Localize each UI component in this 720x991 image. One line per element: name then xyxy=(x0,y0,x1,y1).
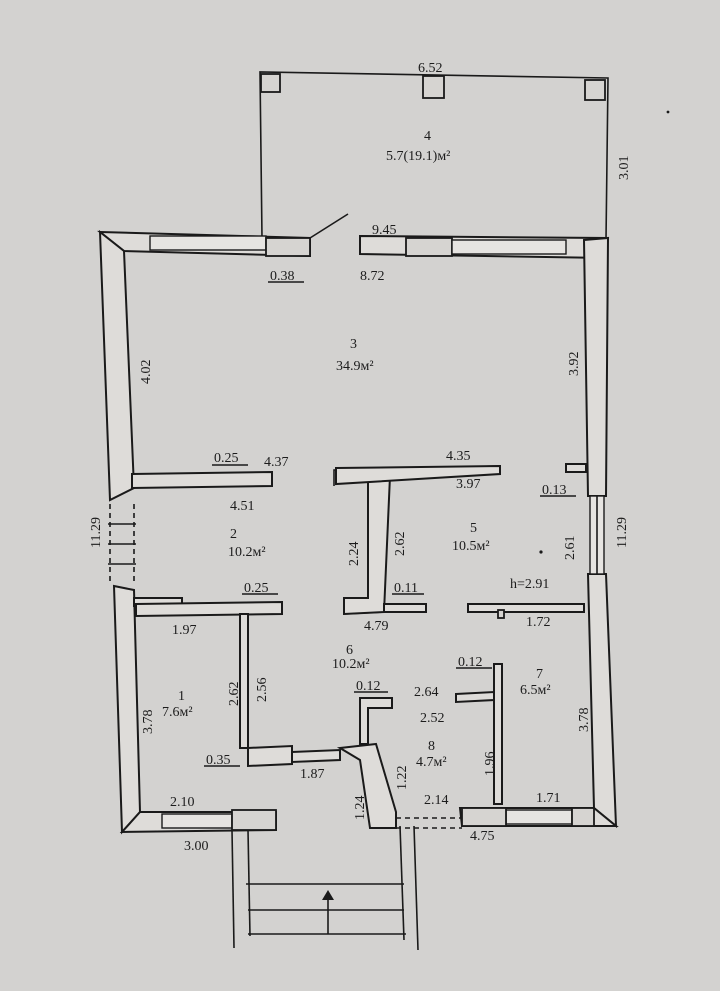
left-opening xyxy=(108,504,136,584)
room-5-number: 5 xyxy=(470,521,477,536)
window xyxy=(161,813,233,829)
dim-2-24: 2.24 xyxy=(347,542,362,567)
dim-2-52: 2.52 xyxy=(420,711,445,726)
room-4-number: 4 xyxy=(424,129,431,144)
dim-top-interior: 8.72 xyxy=(360,269,385,284)
dim-terrace-width: 6.52 xyxy=(418,61,443,76)
dim-right-upper: 3.92 xyxy=(567,352,582,377)
dim-1-97: 1.97 xyxy=(172,623,197,638)
dim-1-22: 1.22 xyxy=(395,766,410,791)
room-labels: 4 5.7(19.1)м² 3 34.9м² 2 10.2м² 5 10.5м²… xyxy=(162,129,551,770)
window-pier xyxy=(265,237,311,257)
dim-1-24: 1.24 xyxy=(353,796,368,821)
dim-opening-left: 0.38 xyxy=(270,269,295,284)
dim-4-75: 4.75 xyxy=(470,829,495,844)
vertical-dimension-labels: 3.01 4.02 3.92 11.29 11.29 2.24 2.62 2.6… xyxy=(89,156,632,821)
dim-4-37: 4.37 xyxy=(264,455,289,470)
dim-0-12-a: 0.12 xyxy=(458,655,483,670)
exterior-walls xyxy=(97,229,619,835)
dim-1-71: 1.71 xyxy=(536,791,561,806)
room-6-area: 10.2м² xyxy=(332,657,370,672)
dim-2-14: 2.14 xyxy=(424,793,449,808)
windows xyxy=(149,235,605,831)
window xyxy=(451,239,567,255)
terrace-column xyxy=(422,75,445,99)
dimension-labels: 6.52 9.45 8.72 0.38 0.25 4.37 4.35 3.97 … xyxy=(170,61,576,854)
room-6-number: 6 xyxy=(346,643,353,658)
room-2-area: 10.2м² xyxy=(228,545,266,560)
room-8-number: 8 xyxy=(428,739,435,754)
dim-1-87: 1.87 xyxy=(300,767,325,782)
dim-2-64: 2.64 xyxy=(414,685,439,700)
room-3-area: 34.9м² xyxy=(336,359,374,374)
dim-0-11: 0.11 xyxy=(394,581,418,596)
dim-0-35: 0.35 xyxy=(206,753,231,768)
room-8-area: 4.7м² xyxy=(416,755,447,770)
room-7-area: 6.5м² xyxy=(520,683,551,698)
window xyxy=(149,235,267,251)
dim-partition-upper: 0.25 xyxy=(214,451,239,466)
dim-3-00: 3.00 xyxy=(184,839,209,854)
marker-dot xyxy=(666,110,670,114)
dim-4-35: 4.35 xyxy=(446,449,471,464)
marker-dot xyxy=(539,550,543,554)
room-3-number: 3 xyxy=(350,337,357,352)
room-1-number: 1 xyxy=(178,689,185,704)
terrace-column xyxy=(260,73,281,93)
ceiling-height: h=2.91 xyxy=(510,577,549,592)
room-4-area: 5.7(19.1)м² xyxy=(386,149,450,164)
room-5-area: 10.5м² xyxy=(452,539,490,554)
dim-0-13: 0.13 xyxy=(542,483,567,498)
dim-2-62-room5: 2.62 xyxy=(393,532,408,557)
dim-top-exterior: 9.45 xyxy=(372,223,397,238)
dim-2-62-room1: 2.62 xyxy=(227,682,242,707)
dim-right-total: 11.29 xyxy=(615,517,630,548)
interior-partitions xyxy=(131,463,587,805)
window-pier xyxy=(461,807,507,827)
window-pier xyxy=(231,809,277,831)
dim-2-61: 2.61 xyxy=(563,536,578,561)
window-pier xyxy=(405,237,453,257)
dim-2-56: 2.56 xyxy=(255,678,270,703)
dim-partition-mid: 0.25 xyxy=(244,581,269,596)
dim-3-97: 3.97 xyxy=(456,477,481,492)
dim-left-upper: 4.02 xyxy=(139,360,154,385)
dim-2-10: 2.10 xyxy=(170,795,195,810)
dim-3-78-left: 3.78 xyxy=(141,710,156,735)
terrace-column xyxy=(584,79,606,101)
door-swing xyxy=(309,213,349,239)
terrace-outline xyxy=(259,71,609,241)
dim-1-96: 1.96 xyxy=(483,752,498,777)
room-7-number: 7 xyxy=(536,667,543,682)
dim-0-12-b: 0.12 xyxy=(356,679,381,694)
dim-4-51: 4.51 xyxy=(230,499,255,514)
window-pier xyxy=(571,807,595,827)
room-2-number: 2 xyxy=(230,527,237,542)
dim-3-78-right: 3.78 xyxy=(577,708,592,733)
room-1-area: 7.6м² xyxy=(162,705,193,720)
dim-4-79: 4.79 xyxy=(364,619,389,634)
porch xyxy=(231,817,462,951)
dim-1-72: 1.72 xyxy=(526,615,551,630)
dim-left-total: 11.29 xyxy=(89,517,104,548)
dim-terrace-depth: 3.01 xyxy=(617,156,632,181)
window xyxy=(505,809,573,825)
